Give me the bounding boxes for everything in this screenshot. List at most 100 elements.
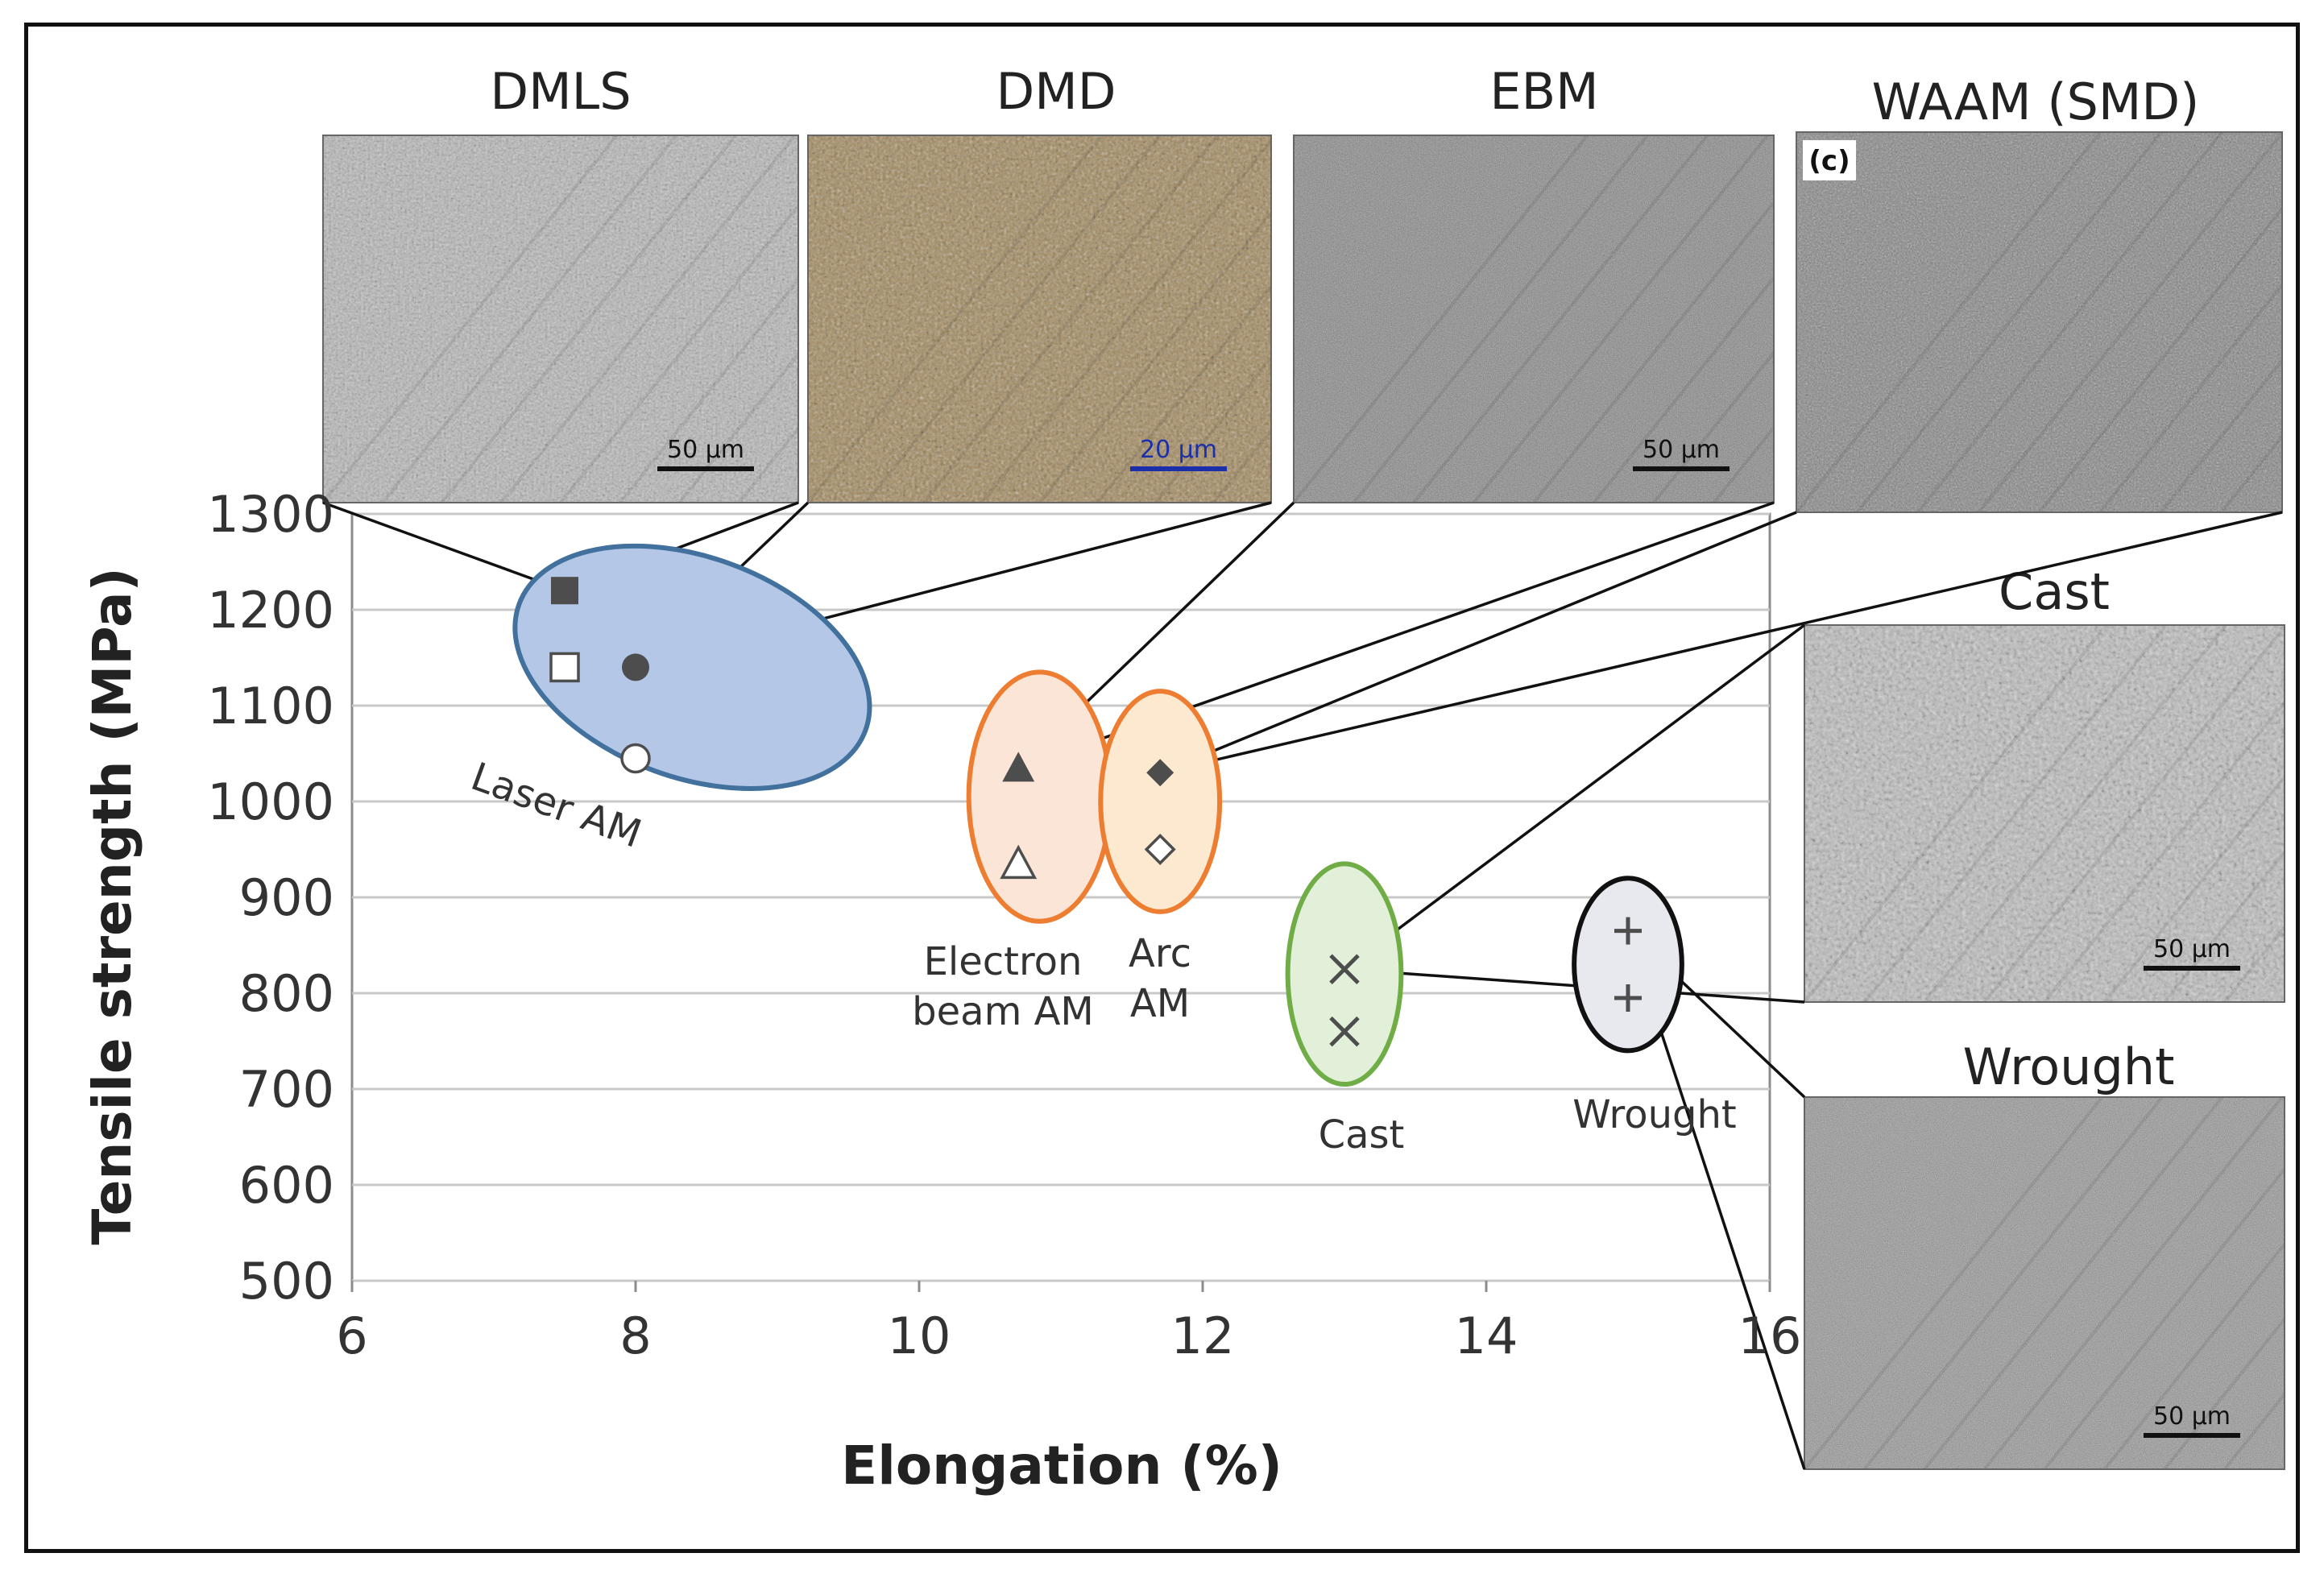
micrograph-streak: [677, 353, 800, 504]
y-tick-label: 500: [239, 1252, 334, 1311]
x-tick-label: 6: [336, 1307, 367, 1365]
micrograph-streak: [2037, 207, 2284, 514]
x-axis-label: Elongation (%): [841, 1435, 1282, 1497]
micrograph-texture: [1796, 132, 2282, 512]
x-tick-label: 10: [888, 1307, 951, 1365]
micrograph-streak: [2223, 1393, 2286, 1471]
micrograph-streak: [806, 134, 1104, 504]
micrograph-title: Wrought: [1963, 1037, 2175, 1096]
micrograph-wrought: Wrought 50 μm: [1803, 1037, 2286, 1471]
micrograph-streak: [619, 279, 800, 504]
micrograph-streak: [1096, 284, 1273, 504]
micrograph-streak: [440, 134, 737, 504]
y-tick-label: 1200: [207, 581, 334, 640]
scale-bar-label: 50 μm: [667, 436, 744, 464]
micrograph-streak: [1916, 130, 2223, 514]
micrograph-streak: [381, 134, 678, 504]
y-tick-label: 600: [239, 1156, 334, 1215]
group-ellipse: [1098, 689, 1223, 914]
micrograph-border: [1804, 624, 2285, 1003]
micrograph-streak: [2043, 1168, 2286, 1471]
y-tick-label: 900: [239, 868, 334, 927]
micrograph-streak: [2220, 435, 2284, 514]
data-point-circle-open: [620, 743, 651, 774]
data-point-square-filled: [551, 577, 578, 605]
micrograph-streak: [1154, 357, 1273, 504]
scale-bar-label: 50 μm: [2153, 1402, 2231, 1431]
micrograph-streak: [1862, 1095, 2164, 1471]
micrograph-texture: [1804, 1097, 2285, 1469]
micrograph-texture: [1804, 625, 2285, 1002]
data-point-plus: [1614, 917, 1642, 945]
micrograph-border: [322, 135, 799, 503]
panel-tag-bg: [1803, 140, 1856, 180]
y-tick-label: 1000: [207, 772, 334, 831]
y-tick-label: 700: [239, 1060, 334, 1119]
data-point-diamond-open: [1144, 834, 1176, 865]
micrograph-streak: [499, 134, 797, 504]
micrograph-streak: [1352, 134, 1649, 504]
micrograph-border: [1796, 131, 2283, 513]
x-tick-label: 12: [1171, 1307, 1235, 1365]
group-label: Wrought: [1572, 1092, 1736, 1137]
data-points: [549, 577, 1642, 1047]
micrograph-streak: [2043, 701, 2286, 1004]
group-ellipse: [512, 543, 872, 791]
data-point-plus: [1614, 984, 1642, 1012]
micrograph-streak: [1977, 131, 2284, 514]
y-axis-label: Tensile strength (MPa): [81, 567, 143, 1244]
micrograph-streak: [1532, 201, 1775, 504]
micrograph-streak: [922, 134, 1220, 504]
data-point-triangle-open: [1000, 844, 1038, 880]
y-tick-label: 1300: [207, 485, 334, 544]
group-ellipse: [1572, 876, 1684, 1054]
micrograph-title: WAAM (SMD): [1872, 72, 2200, 131]
micrograph-streak: [1862, 623, 2168, 1004]
micrograph-streak: [2223, 926, 2286, 1004]
x-tick-label: 8: [619, 1307, 651, 1365]
micrograph-streak: [2163, 1318, 2286, 1471]
micrograph-border: [807, 135, 1272, 503]
micrograph-streak: [2163, 851, 2286, 1004]
x-tick-label: 16: [1738, 1307, 1802, 1365]
micrograph-streak: [321, 134, 619, 504]
micrograph-streak: [864, 134, 1162, 504]
data-point-x: [1329, 954, 1360, 985]
micrograph-streak: [1472, 134, 1769, 504]
micrograph-streak: [1038, 212, 1273, 504]
micrograph-streak: [1803, 1095, 2104, 1471]
micrograph-streak: [1923, 623, 2227, 1004]
micrograph-streak: [1855, 130, 2163, 514]
connector-line: [1159, 511, 1797, 774]
micrograph-title: Cast: [1999, 562, 2110, 621]
data-point-x: [1329, 1016, 1360, 1047]
connector-line: [322, 501, 565, 592]
figure-frame: [24, 23, 2300, 1553]
group-ellipse: [966, 669, 1113, 924]
scale-bar-label: 50 μm: [1643, 436, 1720, 464]
micrograph-streak: [1795, 130, 2102, 514]
y-tick-label: 1100: [207, 677, 334, 735]
micrograph-streak: [1982, 626, 2286, 1004]
micrograph-streak: [1212, 429, 1273, 504]
micrograph-streak: [2159, 359, 2284, 514]
micrograph-border: [1804, 1096, 2285, 1470]
group-label: Cast: [1319, 1112, 1405, 1158]
data-point-diamond-filled: [1146, 759, 1174, 787]
scale-bar-label: 20 μm: [1140, 436, 1217, 464]
group-ellipse: [1285, 861, 1404, 1087]
micrograph-streak: [737, 427, 800, 504]
data-point-triangle-filled: [1002, 752, 1035, 782]
micrograph-streak: [2102, 776, 2286, 1004]
micrograph-streak: [1292, 134, 1589, 504]
micrograph-streak: [2098, 284, 2284, 514]
